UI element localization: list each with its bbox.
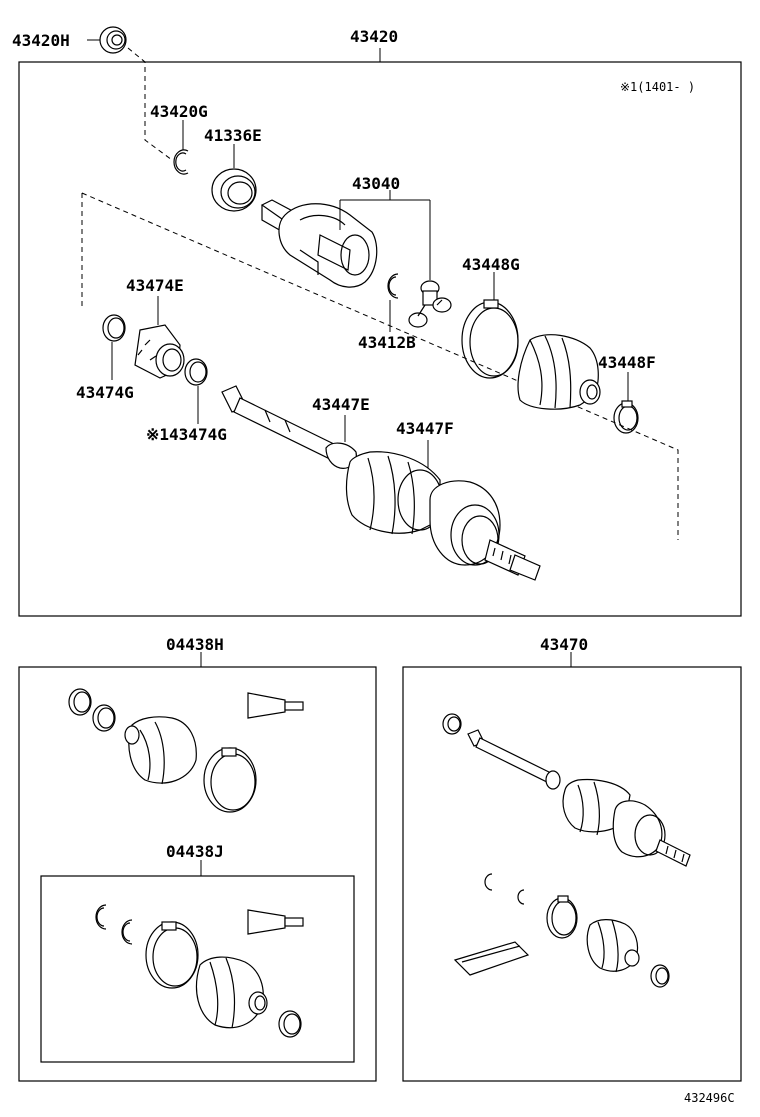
assy-43470-snap-ring-1 (484, 873, 493, 891)
label-43470: 43470 (540, 635, 588, 654)
assy-43470-grease-pack (453, 941, 530, 976)
kit-04438J-snap-ring-2 (121, 919, 133, 945)
label-note-1: ※1(1401- ) (620, 80, 695, 94)
assy-43470-clamp (442, 713, 462, 735)
label-04438J: 04438J (166, 842, 224, 861)
label-43474E: 43474E (126, 276, 184, 295)
kit-04438H-grease-tube (247, 692, 304, 719)
bearing-ring-43420H (99, 26, 127, 54)
label-43448F: 43448F (598, 353, 656, 372)
assy-43470-large-clamp (546, 895, 578, 939)
drive-shaft (221, 385, 357, 469)
label-43412B: 43412B (358, 333, 416, 352)
dashed-leader-43420H (127, 47, 173, 161)
damper-clamp-43474G-left (102, 314, 126, 342)
outboard-boot-and-joint (345, 451, 541, 581)
dynamic-damper-43474E (134, 324, 185, 379)
shaft-assembly-frame (402, 666, 742, 1082)
kit-04438H-clamp-2 (92, 704, 116, 732)
label-43474G: 43474G (76, 383, 134, 402)
assy-43470-small-clamp (650, 964, 670, 988)
label-43420G: 43420G (150, 102, 208, 121)
kit-04438J-grease-tube (247, 909, 304, 935)
damper-clamp-43474G-right (184, 358, 208, 386)
label-43447E: 43447E (312, 395, 370, 414)
boot-clamp-43448G (461, 299, 519, 379)
label-43040: 43040 (352, 174, 400, 193)
label-04438H: 04438H (166, 635, 224, 654)
assy-43470-boot-joint (562, 778, 691, 867)
label-43474G-note: ※143474G (146, 425, 227, 444)
inboard-boot (517, 334, 601, 410)
label-43420: 43420 (350, 27, 398, 46)
snap-ring-43420G (173, 149, 189, 175)
reference-code: 432496C (684, 1091, 735, 1105)
kit-04438H-large-clamp (203, 747, 257, 813)
label-43420H: 43420H (12, 31, 70, 50)
assy-43470-snap-ring-2 (517, 889, 525, 905)
inboard-joint-housing-43040 (260, 199, 378, 288)
assy-43470-boot (586, 919, 640, 973)
boot-kit-frame (18, 666, 377, 1082)
label-43448G: 43448G (462, 255, 520, 274)
kit-04438H-clamp-1 (68, 688, 92, 716)
tripod-43040 (408, 280, 452, 328)
kit-04438J-small-clamp (278, 1010, 302, 1038)
kit-04438H-boot (124, 716, 197, 785)
label-41336E: 41336E (204, 126, 262, 145)
kit-04438J-snap-ring-1 (95, 904, 107, 930)
oil-seal-41336E (211, 168, 257, 212)
label-43447F: 43447F (396, 419, 454, 438)
snap-ring-43412B (387, 273, 399, 299)
boot-kit-inner-frame (40, 875, 355, 1063)
kit-04438J-boot (195, 956, 268, 1029)
assy-43470-shaft (467, 729, 561, 790)
boot-clamp-43448F (613, 400, 639, 434)
dashed-assembly-outline (81, 192, 679, 540)
kit-04438J-large-clamp (145, 921, 199, 989)
